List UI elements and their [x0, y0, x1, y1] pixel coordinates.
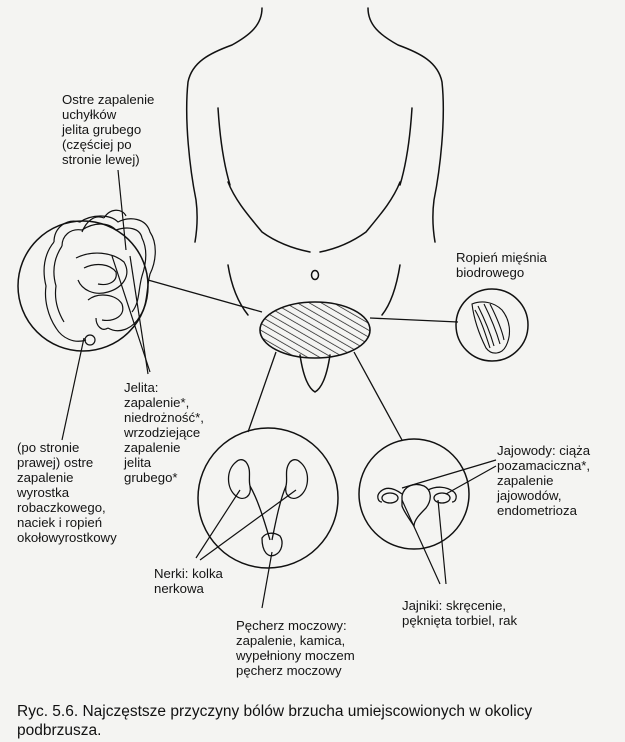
label-kidneys: Nerki: kolka nerkowa	[154, 566, 223, 596]
torso-outline	[185, 7, 445, 393]
pelvic-region	[259, 301, 371, 359]
label-ovaries: Jajniki: skręcenie, pęknięta torbiel, ra…	[402, 598, 518, 628]
figure-caption: Ryc. 5.6. Najczęstsze przyczyny bólów br…	[17, 703, 533, 739]
label-intestines: Jelita: zapalenie*, niedrożność*, wrzodz…	[124, 380, 204, 485]
label-psoas-abscess: Ropień mięśnia biodrowego	[456, 250, 547, 280]
connector-lines	[147, 279, 459, 441]
label-fallopian-tubes: Jajowody: ciąża pozamaciczna*, zapalenie…	[497, 443, 591, 518]
uterus-circle	[358, 438, 470, 550]
psoas-circle	[455, 288, 529, 362]
colon-circle	[17, 209, 156, 352]
label-appendicitis: (po stronie prawej) ostre zapalenie wyro…	[17, 440, 117, 545]
label-colon-diverticulitis: Ostre zapalenie uchyłków jelita grubego …	[62, 92, 155, 167]
pointer-lines	[61, 169, 497, 609]
kidney-circle	[197, 427, 339, 569]
label-bladder: Pęcherz moczowy: zapalenie, kamica, wype…	[236, 618, 355, 678]
